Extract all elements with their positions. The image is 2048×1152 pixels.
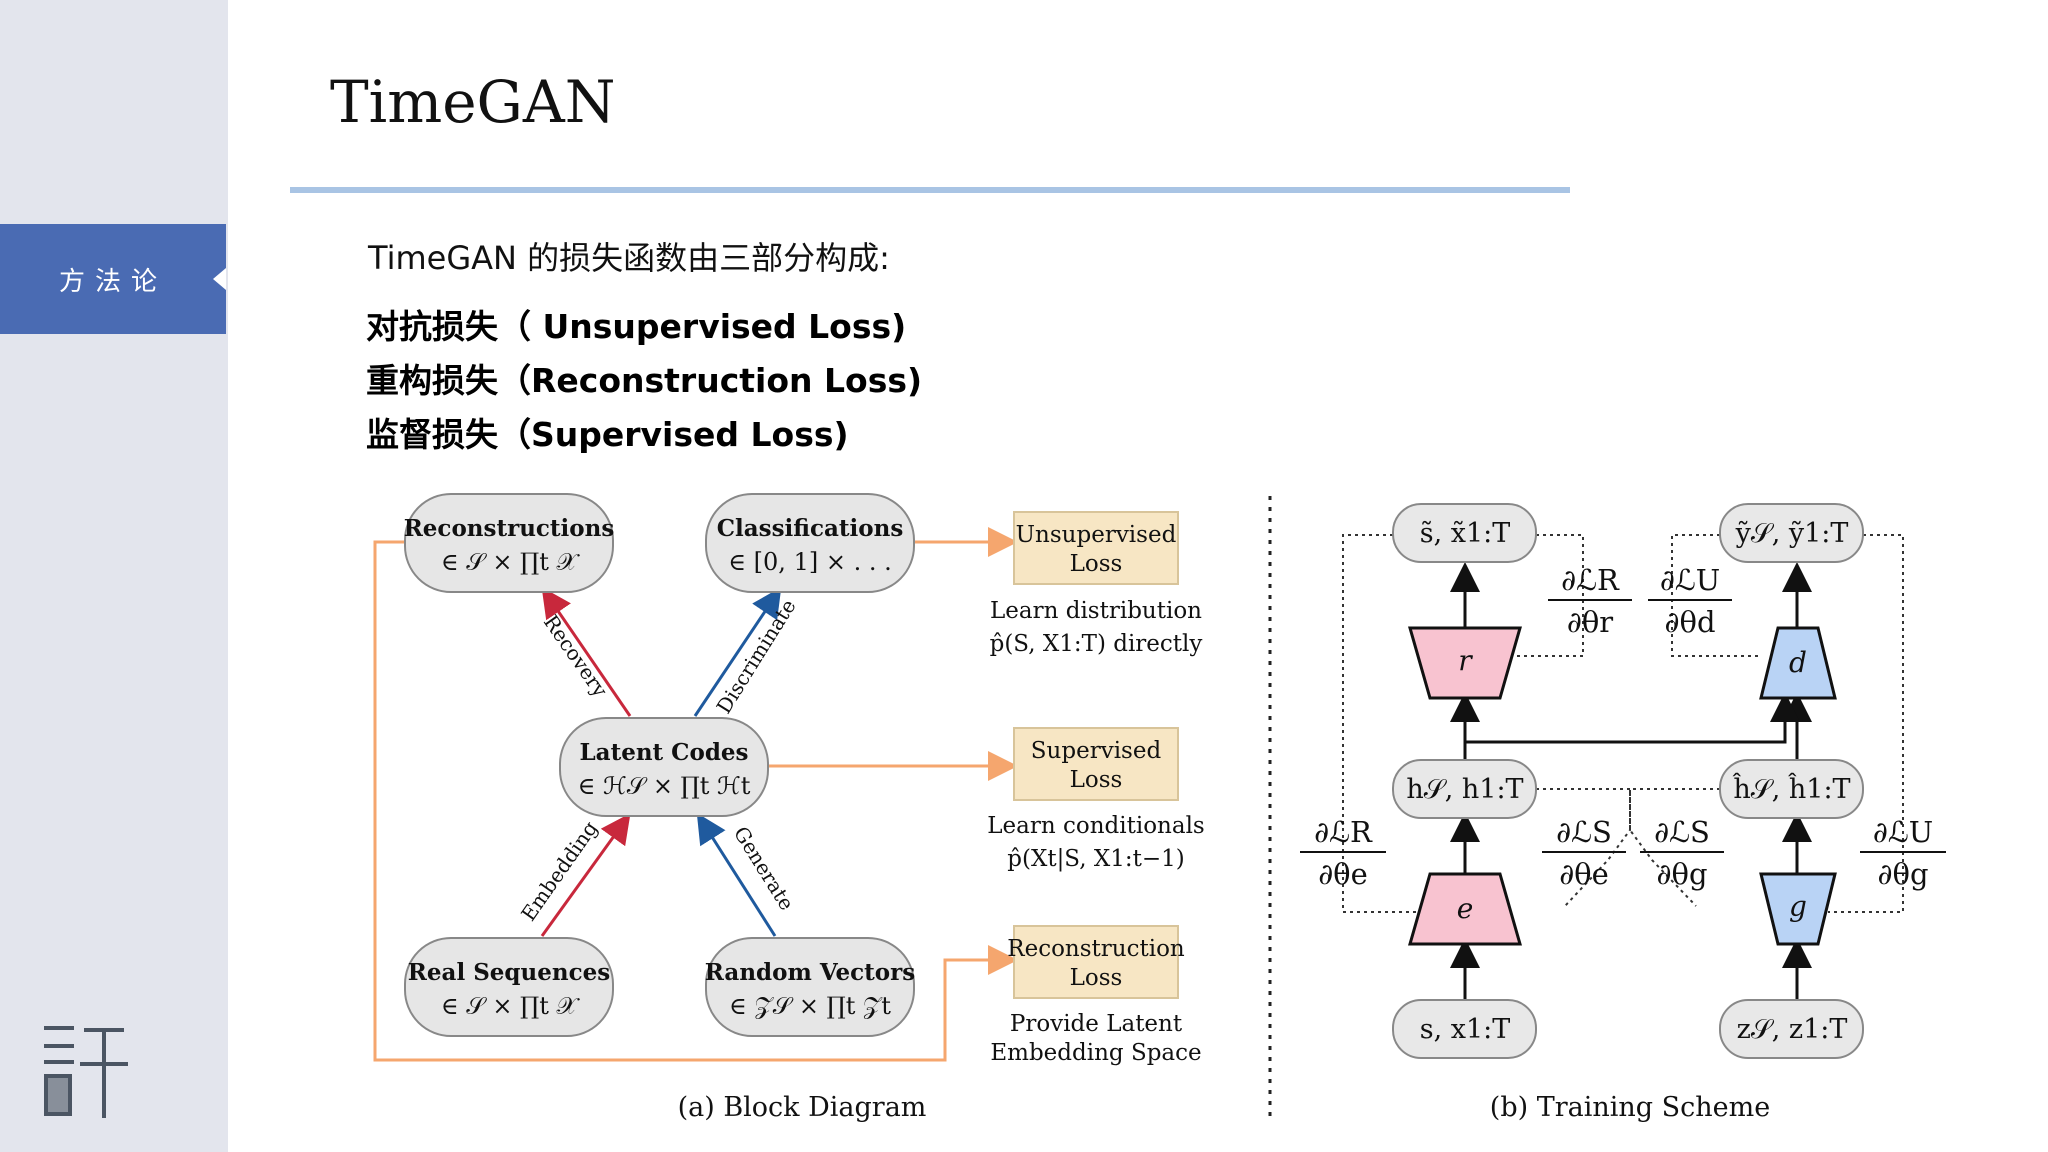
discriminator-block: d xyxy=(1759,626,1837,700)
grad-LU-theta-g: ∂ℒU ∂θg xyxy=(1860,815,1946,891)
svg-text:g: g xyxy=(1789,890,1807,923)
recovery-arrow xyxy=(541,587,632,717)
embedding-arrow xyxy=(540,813,631,937)
generator-block: g xyxy=(1759,872,1837,946)
svg-text:∈ 𝒮 × ∏t 𝒳: ∈ 𝒮 × ∏t 𝒳 xyxy=(441,992,581,1020)
loss-item-supervised: 监督损失（Supervised Loss) xyxy=(366,415,849,454)
svg-text:∂ℒR: ∂ℒR xyxy=(1314,815,1373,849)
reconstruction-loss-note-2: Embedding Space xyxy=(990,1040,1201,1066)
svg-text:∂θd: ∂θd xyxy=(1664,605,1715,639)
svg-text:∂θg: ∂θg xyxy=(1877,857,1928,891)
svg-text:h𝒮, h1:T: h𝒮, h1:T xyxy=(1406,774,1523,805)
svg-text:Supervised: Supervised xyxy=(1031,738,1162,764)
sidebar-item-methodology[interactable]: 方法论 xyxy=(0,224,226,334)
real-sequences-node: Real Sequences ∈ 𝒮 × ∏t 𝒳 xyxy=(404,937,614,1037)
recon-output-node: s̃, x̃1:T xyxy=(1392,503,1537,563)
svg-text:Loss: Loss xyxy=(1070,965,1123,991)
training-scheme: s̃, x̃1:T ỹ𝒮, ỹ1:T h𝒮, h1:T ĥ𝒮, ĥ1:T s, … xyxy=(1300,503,1946,1123)
supervised-loss-note: Learn conditionals xyxy=(987,813,1204,839)
unsupervised-loss-formula: p̂(S, X1:T) directly xyxy=(990,631,1203,657)
svg-text:Reconstructions: Reconstructions xyxy=(404,515,615,542)
grad-LR-theta-e: ∂ℒR ∂θe xyxy=(1300,815,1386,891)
generate-label: Generate xyxy=(729,822,799,914)
reconstruction-loss-connector xyxy=(373,540,1018,1062)
real-latent-node: h𝒮, h1:T xyxy=(1392,759,1537,819)
block-diagram: Recovery Discriminate Embedding Generate… xyxy=(373,493,1205,1123)
real-input-node: s, x1:T xyxy=(1392,999,1537,1059)
svg-text:∂θr: ∂θr xyxy=(1567,605,1613,639)
discriminate-label: Discriminate xyxy=(711,595,800,718)
svg-text:r: r xyxy=(1458,644,1473,677)
svg-text:Loss: Loss xyxy=(1070,767,1123,793)
training-scheme-caption: (b) Training Scheme xyxy=(1490,1092,1770,1123)
generate-arrow xyxy=(696,812,777,937)
grad-LS-theta-g: ∂ℒS ∂θg xyxy=(1640,815,1724,891)
logo: 許 xyxy=(44,1026,128,1118)
reconstruction-loss-box: Reconstruction Loss Provide Latent Embed… xyxy=(990,925,1202,1066)
recovery-block: r xyxy=(1408,626,1522,700)
sidebar-item-label: 方法论 xyxy=(58,266,167,297)
svg-text:ỹ𝒮, ỹ1:T: ỹ𝒮, ỹ1:T xyxy=(1735,518,1849,549)
svg-text:d: d xyxy=(1789,646,1807,679)
classifications-node: Classifications ∈ [0, 1] × . . . xyxy=(705,493,915,593)
svg-text:∂ℒR: ∂ℒR xyxy=(1561,563,1620,597)
supervised-loss-box: Supervised Loss Learn conditionals p̂(Xt… xyxy=(987,727,1205,872)
active-indicator xyxy=(213,268,226,290)
unsupervised-loss-box: Unsupervised Loss Learn distribution p̂(… xyxy=(990,511,1203,657)
supervised-loss-formula: p̂(Xt|S, X1:t−1) xyxy=(1007,846,1185,872)
svg-text:∂θg: ∂θg xyxy=(1656,857,1707,891)
svg-text:Reconstruction: Reconstruction xyxy=(1007,936,1185,962)
svg-text:Classifications: Classifications xyxy=(717,515,904,542)
discriminate-arrow xyxy=(693,587,782,717)
svg-text:∈ [0, 1] × . . .: ∈ [0, 1] × . . . xyxy=(728,548,891,576)
disc-output-node: ỹ𝒮, ỹ1:T xyxy=(1719,503,1864,563)
svg-text:∂ℒS: ∂ℒS xyxy=(1654,815,1710,849)
svg-text:s, x1:T: s, x1:T xyxy=(1420,1014,1511,1045)
svg-text:Unsupervised: Unsupervised xyxy=(1016,522,1177,548)
svg-text:∈ ℋ𝒮 × ∏t ℋt: ∈ ℋ𝒮 × ∏t ℋt xyxy=(578,772,751,800)
svg-text:e: e xyxy=(1457,892,1474,925)
unsupervised-loss-note: Learn distribution xyxy=(990,598,1202,624)
svg-text:∂θe: ∂θe xyxy=(1318,857,1368,891)
svg-text:∂ℒU: ∂ℒU xyxy=(1660,563,1720,597)
svg-text:∂ℒU: ∂ℒU xyxy=(1873,815,1933,849)
reconstruction-loss-note: Provide Latent xyxy=(1010,1011,1183,1037)
svg-text:Loss: Loss xyxy=(1070,551,1123,577)
loss-item-adversarial: 对抗损失（ Unsupervised Loss) xyxy=(366,307,907,346)
svg-text:Random Vectors: Random Vectors xyxy=(705,959,915,986)
svg-text:ĥ𝒮, ĥ1:T: ĥ𝒮, ĥ1:T xyxy=(1732,772,1850,805)
grad-LR-theta-r: ∂ℒR ∂θr xyxy=(1548,563,1632,639)
svg-text:z𝒮, z1:T: z𝒮, z1:T xyxy=(1737,1014,1848,1045)
loss-item-reconstruction: 重构损失（Reconstruction Loss) xyxy=(366,361,923,400)
svg-text:∈ 𝒵𝒮 × ∏t 𝒵t: ∈ 𝒵𝒮 × ∏t 𝒵t xyxy=(729,992,891,1020)
svg-text:∂θe: ∂θe xyxy=(1559,857,1609,891)
grad-LU-theta-d: ∂ℒU ∂θd xyxy=(1648,563,1732,639)
recovery-label: Recovery xyxy=(539,611,613,702)
intro-text: TimeGAN 的损失函数由三部分构成: xyxy=(368,239,890,277)
reconstructions-node: Reconstructions ∈ 𝒮 × ∏t 𝒳 xyxy=(404,493,615,593)
svg-text:Latent Codes: Latent Codes xyxy=(580,739,749,766)
sidebar xyxy=(0,0,228,1152)
svg-text:Real Sequences: Real Sequences xyxy=(408,959,610,986)
synthetic-latent-node: ĥ𝒮, ĥ1:T xyxy=(1719,759,1864,819)
svg-text:∂ℒS: ∂ℒS xyxy=(1556,815,1612,849)
svg-text:s̃, x̃1:T: s̃, x̃1:T xyxy=(1420,518,1511,549)
embedder-block: e xyxy=(1408,872,1522,946)
grad-LS-theta-e: ∂ℒS ∂θe xyxy=(1542,815,1626,891)
page-title: TimeGAN xyxy=(330,68,616,136)
random-vectors-node: Random Vectors ∈ 𝒵𝒮 × ∏t 𝒵t xyxy=(705,937,915,1037)
noise-input-node: z𝒮, z1:T xyxy=(1719,999,1864,1059)
block-diagram-caption: (a) Block Diagram xyxy=(678,1092,927,1123)
latent-codes-node: Latent Codes ∈ ℋ𝒮 × ∏t ℋt xyxy=(559,717,769,817)
title-divider xyxy=(290,187,1570,193)
svg-text:∈ 𝒮 × ∏t 𝒳: ∈ 𝒮 × ∏t 𝒳 xyxy=(441,548,581,576)
